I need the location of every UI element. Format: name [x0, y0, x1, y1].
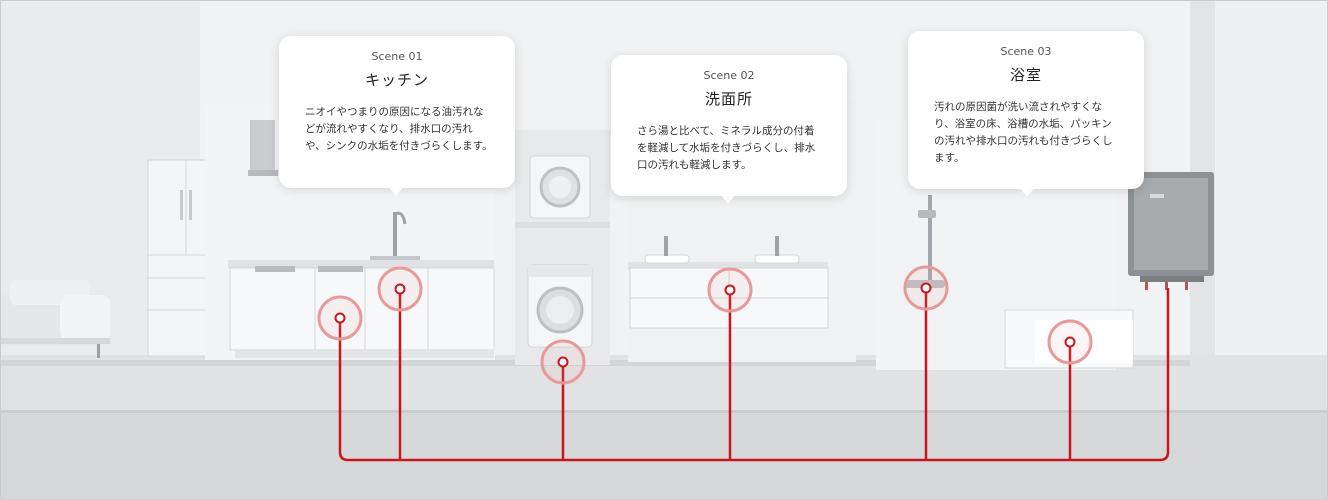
- washbasin-hotspot[interactable]: [707, 267, 753, 313]
- scene-title: キッチン: [364, 71, 429, 89]
- ground: [0, 410, 1328, 500]
- scene-title: 洗面所: [704, 90, 753, 108]
- scene-description: ニオイやつまりの原因になる油汚れなどが流れやすくなり、排水口の汚れや、シンクの水…: [305, 106, 493, 152]
- scene-description: さら湯と比べて、ミネラル成分の付着を軽減して水垢を付きづらくし、排水口の汚れも軽…: [637, 125, 816, 171]
- water-heater-unit: [1128, 172, 1214, 290]
- bathtub-hotspot[interactable]: [1047, 319, 1093, 365]
- scene-03-bubble: Scene 03 浴室 汚れの原因菌が洗い流されやすくなり、浴室の床、浴槽の水垢…: [908, 31, 1144, 197]
- hot-water-piping: [338, 288, 1170, 462]
- scene-description: 汚れの原因菌が洗い流されやすくなり、浴室の床、浴槽の水垢、パッキンの汚れや排水口…: [934, 101, 1113, 164]
- washing-machine-hotspot[interactable]: [540, 339, 586, 385]
- scene-01-bubble: Scene 01 キッチン ニオイやつまりの原因になる油汚れなどが流れやすくなり…: [279, 36, 515, 196]
- scene-number: Scene 03: [1000, 45, 1052, 58]
- kitchen-sink-hotspot[interactable]: [377, 266, 423, 312]
- shower-hotspot[interactable]: [903, 265, 949, 311]
- dishwasher-hotspot[interactable]: [317, 295, 363, 341]
- dryer: [529, 155, 591, 219]
- kitchen-counter: [228, 211, 495, 358]
- sofa: [0, 280, 110, 358]
- scene-02-bubble: Scene 02 洗面所 さら湯と比べて、ミネラル成分の付着を軽減して水垢を付き…: [611, 55, 847, 204]
- scene-title: 浴室: [1009, 66, 1042, 84]
- scene-number: Scene 01: [371, 50, 423, 63]
- scene-number: Scene 02: [703, 69, 755, 82]
- washing-machine: [527, 264, 593, 348]
